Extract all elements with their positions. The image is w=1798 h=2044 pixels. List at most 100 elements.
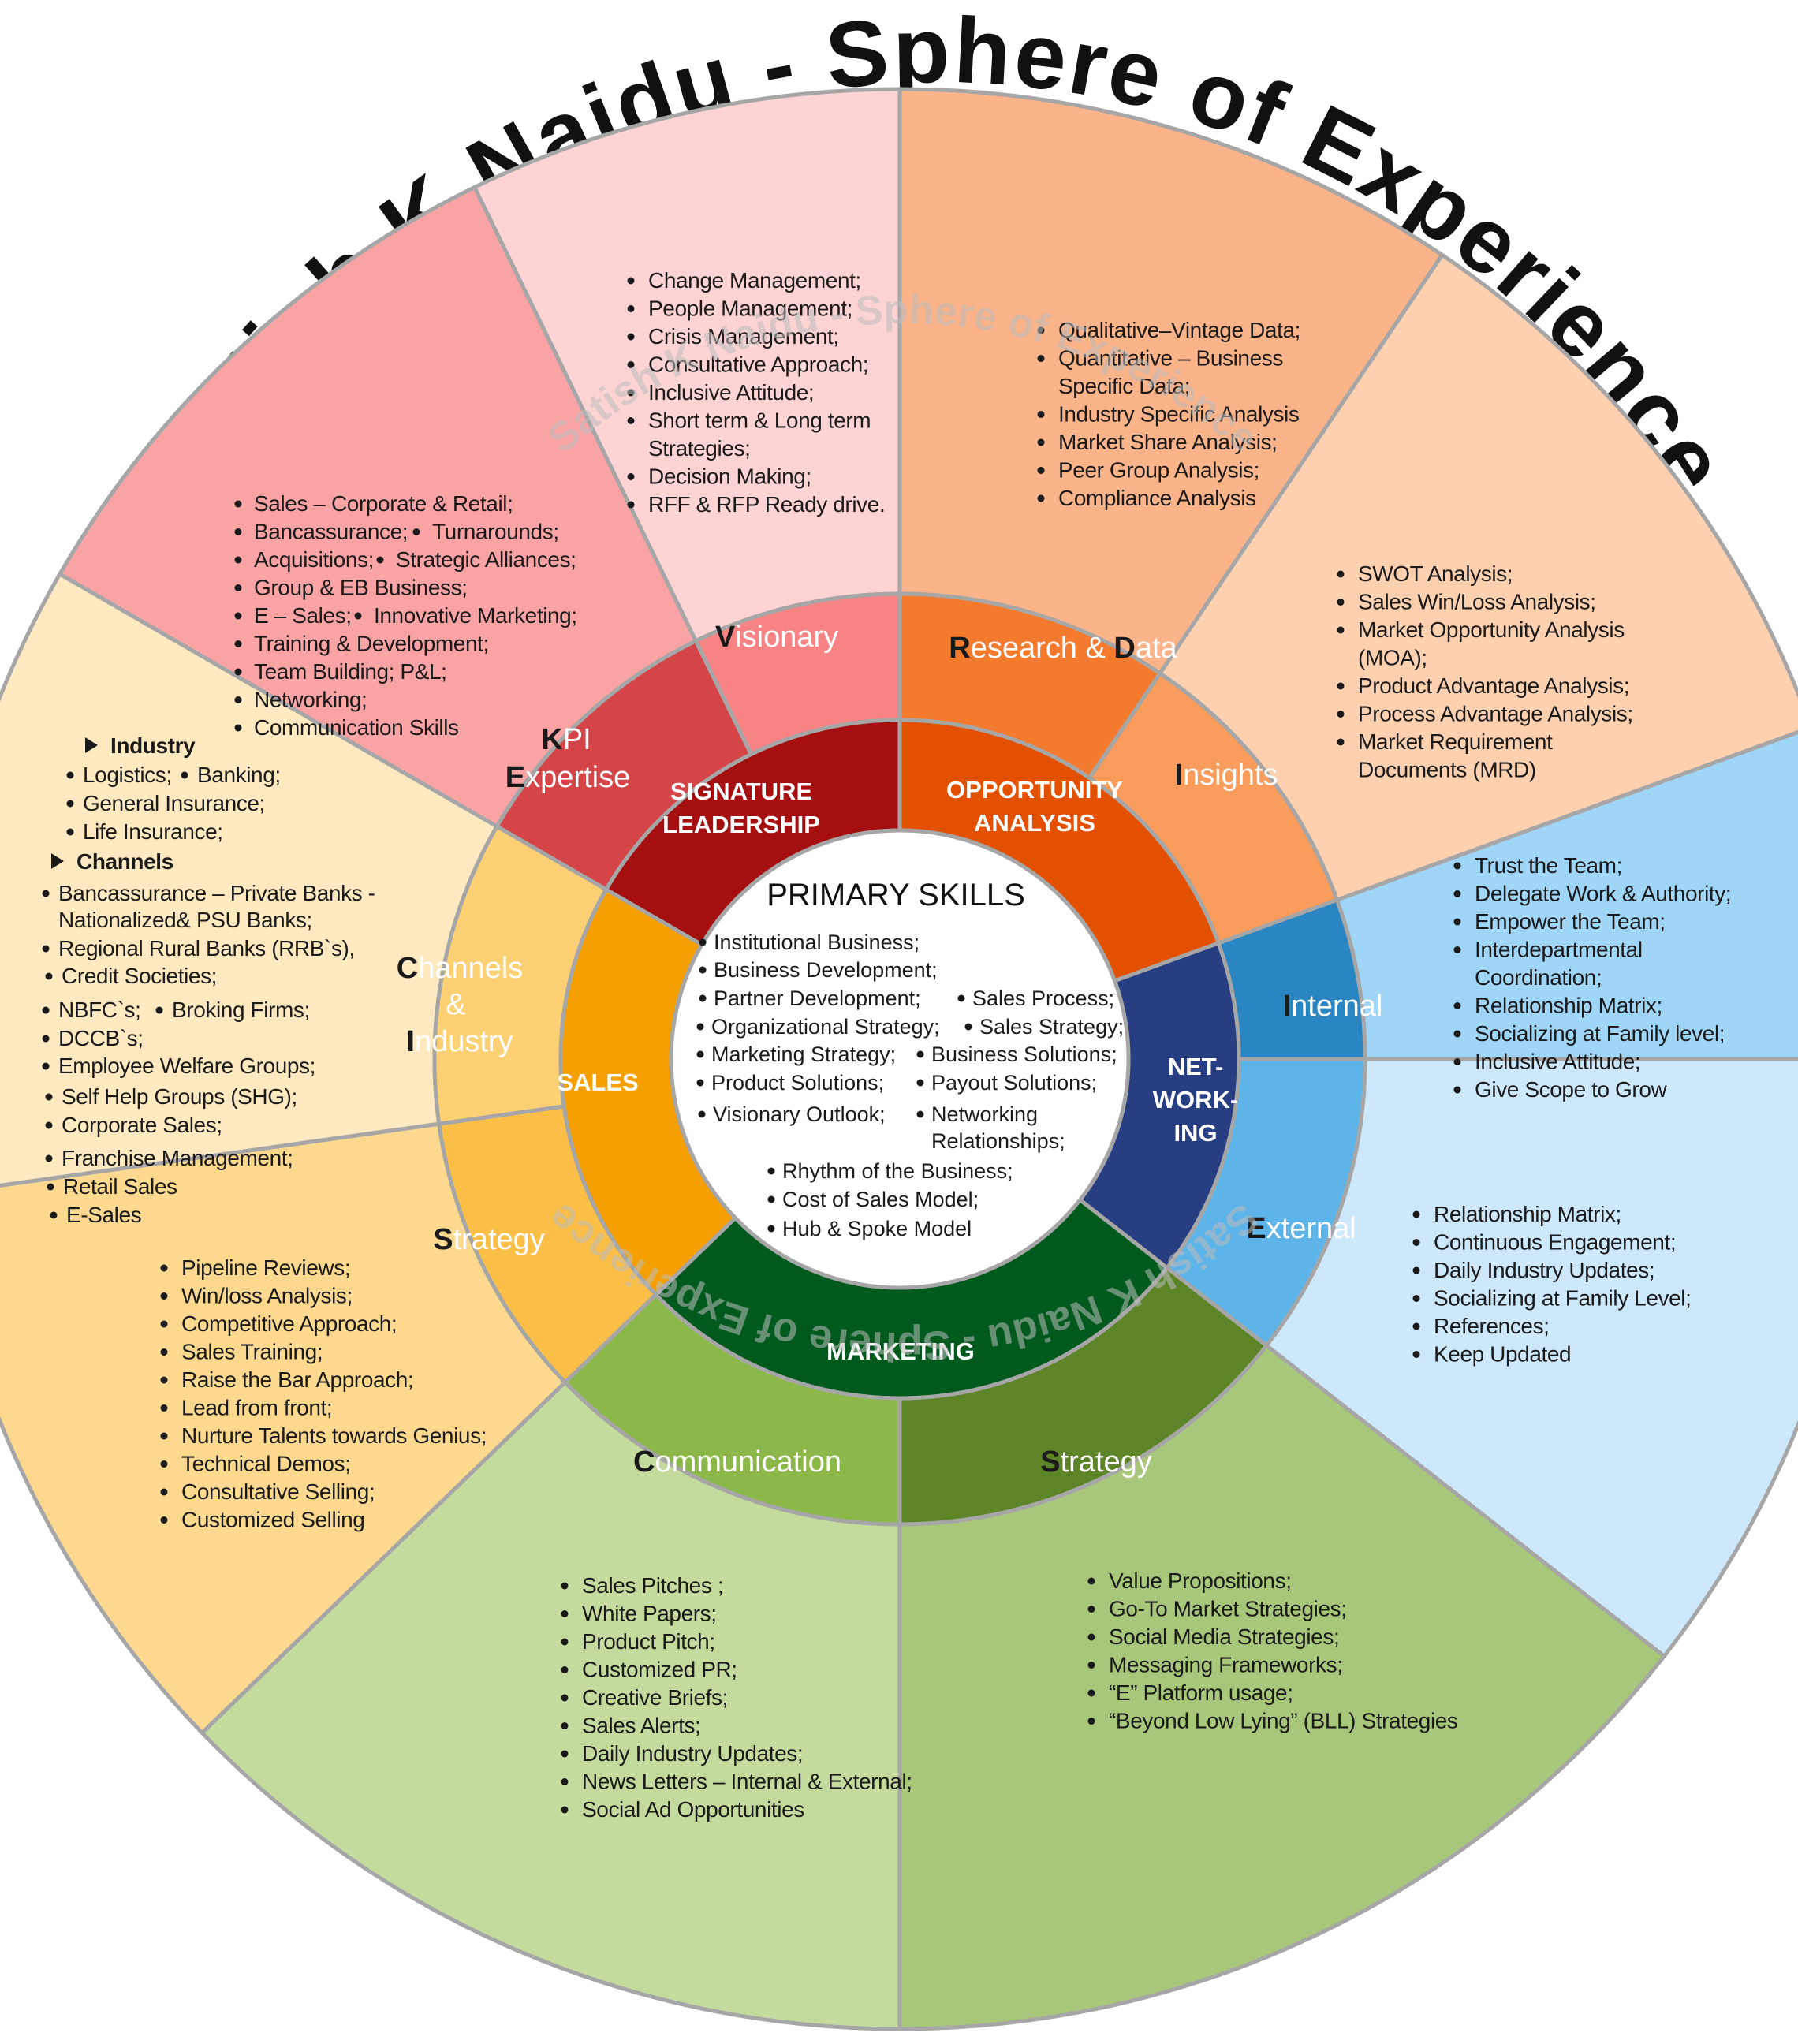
bullet-icon [964,1023,972,1031]
bullet-icon [1087,1606,1095,1613]
list-item-kpi: Bancassurance; [254,520,408,544]
bullet-icon [45,1121,53,1129]
bullet-icon [561,1778,569,1785]
list-item-channels: Employee Welfare Groups; [58,1054,315,1078]
bullet-icon [354,612,362,620]
list-item-research: Market Share Analysis; [1058,430,1278,454]
label-internal-part: nternal [1291,990,1382,1023]
list-item-channels: Banking; [197,763,281,787]
label-channels-part: hannels [418,952,523,985]
bullet-icon [160,1432,168,1440]
bullet-icon [1337,570,1345,578]
list-item-visionary: Strategies; [648,436,750,461]
list-item-communication: Social Ad Opportunities [582,1797,804,1822]
bullet-icon [561,1610,569,1617]
bullet-icon [1453,946,1461,953]
bullet-icon [66,771,74,779]
bullet-icon [696,1050,704,1058]
label-industry-part: I [406,1025,415,1058]
list-item-m_strategy: Messaging Frameworks; [1109,1653,1343,1677]
bullet-icon [699,966,707,974]
bullet-icon [627,473,635,480]
list-item-s_strategy: Pipeline Reviews; [181,1255,350,1280]
hub-item: Visionary Outlook; [713,1102,886,1126]
list-item-channels: Channels [76,849,173,874]
bullet-icon [50,1211,58,1219]
arrow-bullet-icon [85,737,98,753]
bullet-icon [699,994,707,1002]
bullet-icon [957,994,965,1002]
bullet-icon [627,305,635,312]
label-expertise: Expertise [505,761,630,794]
list-item-internal: Delegate Work & Authority; [1475,882,1731,906]
list-item-external: Relationship Matrix; [1434,1202,1621,1226]
label-opportunity-analysis: OPPORTUNITY [946,776,1123,804]
label-communication: Communication [633,1445,841,1479]
list-item-internal: Interdepartmental [1475,938,1643,962]
list-item-communication: Sales Alerts; [582,1714,700,1738]
bullet-icon [234,528,242,535]
list-item-communication: Creative Briefs; [582,1685,728,1710]
list-item-kpi: Strategic Alliances; [396,547,576,572]
label-research-data-part: D [1113,632,1135,665]
hub-item: Networking [931,1102,1038,1126]
hub-item: Product Solutions; [711,1071,884,1095]
list-item-external: References; [1434,1314,1550,1338]
bullet-icon [916,1110,924,1118]
label-expertise-part: E [505,761,525,794]
bullet-icon [767,1225,775,1233]
label-marketing-strategy-part: trategy [1061,1445,1152,1479]
bullet-icon [1337,738,1345,746]
label-industry: Industry [406,1025,513,1058]
bullet-icon [234,500,242,508]
primary-skills-hub [669,828,1131,1290]
bullet-icon [234,556,242,564]
hub-title: PRIMARY SKILLS [767,878,1025,912]
hub-item: Organizational Strategy; [711,1015,940,1039]
label-visionary: Visionary [715,621,838,654]
list-item-insights: Market Opportunity Analysis [1358,617,1625,642]
bullet-icon [1412,1210,1420,1218]
label-marketing-strategy: Strategy [1040,1445,1152,1479]
bullet-icon [696,1023,704,1031]
bullet-icon [561,1582,569,1590]
label-channels-part: C [397,952,418,985]
bullet-icon [767,1167,775,1175]
list-item-internal: Socializing at Family level; [1475,1021,1725,1046]
hub-item: Cost of Sales Model; [782,1188,979,1211]
bullet-icon [1087,1662,1095,1669]
list-item-insights: SWOT Analysis; [1358,561,1513,586]
bullet-icon [561,1694,569,1702]
bullet-icon [627,333,635,341]
bullet-icon [1037,494,1045,502]
list-item-insights: Market Requirement [1358,729,1553,754]
list-item-kpi: Innovative Marketing; [374,603,577,628]
bullet-icon [696,1079,704,1087]
bullet-icon [66,800,74,808]
list-item-m_strategy: Go-To Market Strategies; [1109,1597,1347,1621]
list-item-kpi: Turnarounds; [432,520,559,544]
bullet-icon [1087,1633,1095,1641]
bullet-icon [1037,355,1045,362]
label-internal-part: I [1283,990,1292,1023]
bullet-icon [916,1050,924,1058]
bullet-icon [699,938,707,946]
label-research-data-part: R [949,632,970,665]
bullet-icon [627,361,635,368]
list-item-channels: Broking Firms; [172,998,310,1022]
bullet-icon [767,1195,775,1203]
list-item-research: Compliance Analysis [1058,486,1256,510]
list-item-communication: News Letters – Internal & External; [582,1770,912,1794]
bullet-icon [160,1404,168,1412]
bullet-icon [160,1460,168,1468]
list-item-external: Socializing at Family Level; [1434,1286,1692,1311]
bullet-icon [1337,599,1345,606]
label-external-part: E [1246,1212,1266,1245]
list-item-m_strategy: “E” Platform usage; [1109,1680,1293,1705]
bullet-icon [698,1110,706,1118]
bullet-icon [412,528,420,535]
bullet-icon [234,724,242,732]
list-item-m_strategy: Value Propositions; [1109,1568,1292,1593]
hub-item: Business Development; [714,958,938,982]
